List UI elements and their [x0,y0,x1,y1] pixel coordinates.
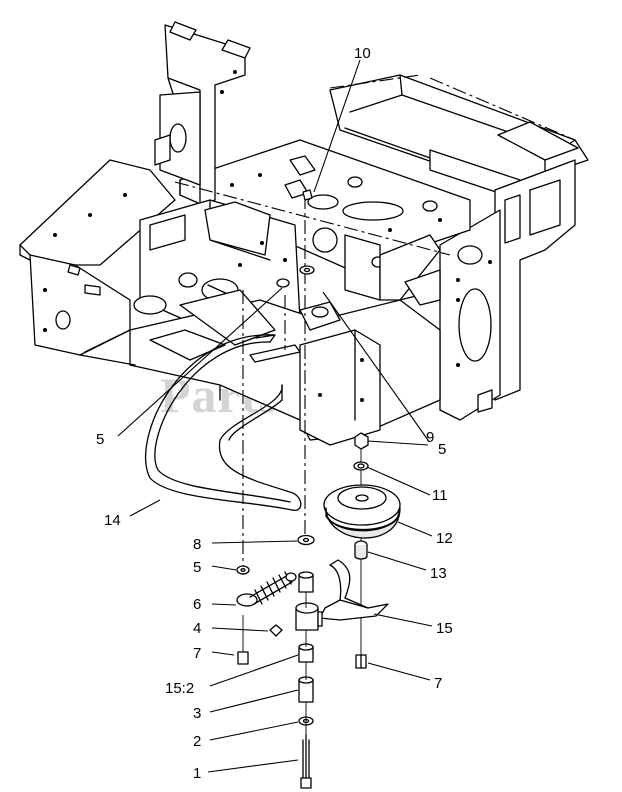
callout-15-2: 15:2 [165,680,194,697]
drive-belt [145,334,302,511]
callout-13: 13 [430,565,447,582]
callout-2: 2 [193,733,201,750]
callout-12: 12 [436,530,453,547]
callout-5-lower: 5 [193,559,201,576]
callout-6: 6 [193,596,201,613]
idler-pulley-stack [319,432,401,669]
callout-3: 3 [193,705,201,722]
callout-10: 10 [354,45,371,62]
callout-15: 15 [436,620,453,637]
callout-7-right: 7 [434,675,442,692]
callout-9: 9 [426,429,434,446]
callout-4: 4 [193,620,201,637]
spring-stack [236,278,297,665]
tension-spring [236,571,297,607]
frame-assembly [19,21,589,446]
center-fastener-stack [295,189,323,789]
callout-5-upper-left: 5 [96,431,104,448]
callout-11: 11 [432,487,448,504]
callout-8: 8 [193,536,201,553]
assembly-axis-lines [174,74,576,575]
callout-14: 14 [104,512,121,529]
callout-5-right-nut: 5 [438,441,446,458]
callout-7-left: 7 [193,645,201,662]
callout-labels: 10 9 5 5 11 14 12 8 13 5 6 15 4 7 7 15:2… [96,45,453,782]
callout-1: 1 [193,765,201,782]
callout-leaders [117,59,433,773]
